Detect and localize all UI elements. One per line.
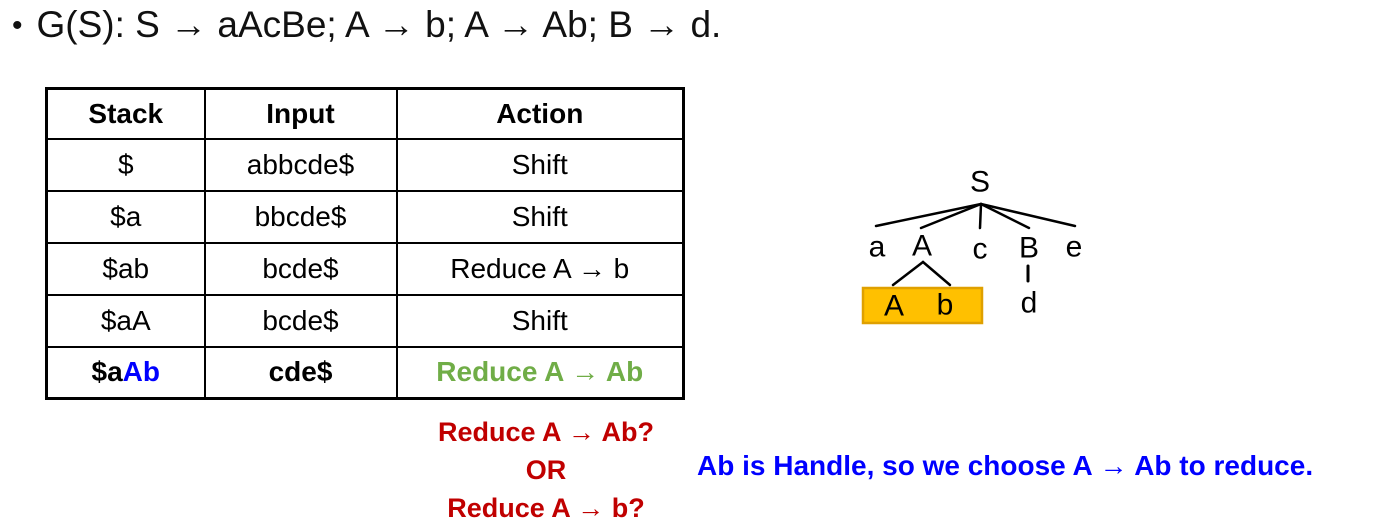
tree-edge (919, 202, 983, 230)
question-or: OR (525, 455, 567, 485)
tree-handle-edges (891, 260, 952, 287)
tree-node-A: A (912, 230, 932, 263)
cell-r3-input: bcde$ (203, 241, 398, 296)
tree-node-root: S (970, 166, 990, 199)
tree-node-e: e (1066, 231, 1083, 264)
tree-node-handle-A: A (884, 290, 904, 323)
cell-r2-action: Shift (395, 189, 685, 244)
grammar-text: G(S): S → aAcBe; A → b; A → Ab; B → d. (36, 4, 722, 45)
table-row-current: $aAb cde$ Reduce A → Ab (45, 345, 685, 400)
cell-r1-action: Shift (395, 137, 685, 192)
question-line-1: Reduce A → Ab? (437, 417, 654, 447)
tree-edge (978, 202, 983, 230)
tree-node-handle-b: b (937, 289, 954, 322)
cell-r5-input: cde$ (203, 345, 398, 400)
cell-r1-input: abbcde$ (203, 137, 398, 192)
cell-r3-stack: $ab (45, 241, 206, 296)
tree-node-c: c (973, 233, 988, 266)
table-row: $a bbcde$ Shift (45, 189, 685, 244)
header-action: Action (395, 87, 685, 140)
tree-node-d: d (1021, 287, 1038, 320)
table-row: $ abbcde$ Shift (45, 137, 685, 192)
stack-prefix: $a (91, 356, 123, 388)
cell-r1-stack: $ (45, 137, 206, 192)
tree-edge (891, 260, 925, 287)
table-header-row: Stack Input Action (45, 87, 685, 140)
bullet-marker: • (12, 9, 23, 42)
handle-highlight-box (861, 286, 984, 325)
handle-conclusion: Ab is Handle, so we choose A → Ab to red… (697, 450, 1314, 481)
parse-tree-diagram: S a A c B e A b d (861, 166, 1083, 325)
header-input: Input (203, 87, 398, 140)
tree-edge (979, 202, 1031, 230)
cell-r4-action: Shift (395, 293, 685, 348)
slide-title: • G(S): S → aAcBe; A → b; A → Ab; B → d. (12, 4, 721, 46)
cell-r5-action: Reduce A → Ab (395, 345, 685, 400)
table-row: $aA bcde$ Shift (45, 293, 685, 348)
cell-r3-action: Reduce A → b (395, 241, 685, 296)
cell-r2-stack: $a (45, 189, 206, 244)
tree-edge (921, 260, 952, 287)
cell-r5-stack: $aAb (45, 345, 206, 400)
cell-r4-input: bcde$ (203, 293, 398, 348)
tree-node-a: a (869, 231, 886, 264)
tree-edge (874, 202, 983, 228)
parse-table: Stack Input Action $ abbcde$ Shift $a bb… (45, 87, 685, 400)
cell-r4-stack: $aA (45, 293, 206, 348)
tree-edge (979, 202, 1077, 228)
tree-node-B: B (1019, 232, 1039, 265)
cell-r2-input: bbcde$ (203, 189, 398, 244)
table-row: $ab bcde$ Reduce A → b (45, 241, 685, 296)
reduce-question: Reduce A → Ab? OR Reduce A → b? (395, 413, 697, 527)
question-line-2: Reduce A → b? (447, 493, 645, 523)
stack-handle-highlight: Ab (122, 356, 160, 388)
tree-root-edges (874, 202, 1077, 230)
header-stack: Stack (45, 87, 206, 140)
